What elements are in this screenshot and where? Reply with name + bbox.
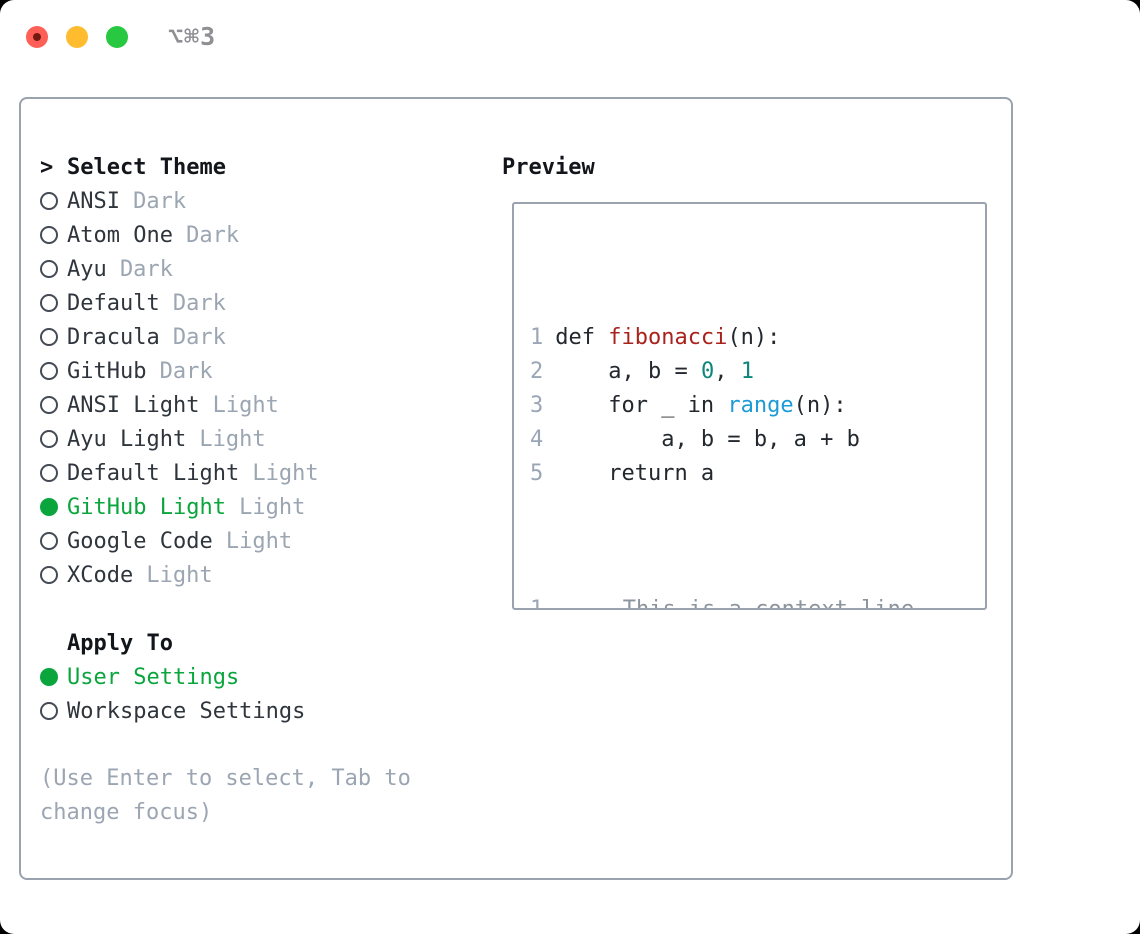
theme-name: Default Light: [67, 460, 240, 486]
theme-name: Dracula: [67, 324, 160, 350]
theme-variant-tag: Light: [199, 426, 266, 452]
close-button[interactable]: [26, 26, 48, 48]
code-token: ,: [714, 359, 741, 384]
code-token: return a: [555, 461, 715, 486]
apply-to-title: Apply To: [67, 630, 173, 656]
theme-list-header: > Select Theme: [40, 150, 460, 184]
titlebar: ⌥⌘3: [0, 0, 1140, 74]
line-number: 4: [530, 427, 544, 452]
code-token: for _ in: [555, 393, 728, 418]
keyboard-hint: (Use Enter to select, Tab to change focu…: [40, 766, 411, 825]
code-token: (n):: [793, 393, 847, 418]
line-number: 1: [530, 325, 544, 350]
prompt-caret-icon: >: [40, 154, 54, 180]
code-token: (n):: [727, 325, 781, 350]
code-token: 1: [740, 359, 754, 384]
theme-name: GitHub: [67, 358, 147, 384]
theme-name: Ayu: [67, 256, 107, 282]
theme-list-title: Select Theme: [67, 154, 226, 180]
apply-to-option[interactable]: User Settings: [40, 660, 460, 694]
radio-icon: [40, 362, 58, 380]
radio-icon: [40, 702, 58, 720]
theme-option[interactable]: Default Dark: [40, 286, 460, 320]
code-token: fibonacci: [608, 325, 728, 350]
theme-variant-tag: Light: [252, 460, 319, 486]
code-token: a, b = b, a + b: [555, 427, 860, 452]
theme-variant-tag: Light: [212, 392, 279, 418]
theme-option[interactable]: Ayu Dark: [40, 252, 460, 286]
line-number: 3: [530, 393, 544, 418]
theme-name: Default: [67, 290, 160, 316]
theme-variant-tag: Dark: [159, 358, 213, 384]
theme-name: Ayu Light: [67, 426, 187, 452]
theme-variant-tag: Light: [146, 562, 213, 588]
code-token: a, b =: [555, 359, 701, 384]
diff-line: 1 This is a context line.: [530, 593, 985, 610]
radio-icon: [40, 294, 58, 312]
line-number: 5: [530, 461, 544, 486]
theme-name: GitHub Light: [67, 494, 226, 520]
theme-option[interactable]: Google Code Light: [40, 524, 460, 558]
code-line: 3 for _ in range(n):: [530, 389, 985, 423]
theme-option[interactable]: Default Light Light: [40, 456, 460, 490]
preview-title: Preview: [502, 154, 595, 180]
zoom-button[interactable]: [106, 26, 128, 48]
apply-to-option[interactable]: Workspace Settings: [40, 694, 460, 728]
code-line: 2 a, b = 0, 1: [530, 355, 985, 389]
radio-icon: [40, 226, 58, 244]
theme-name: XCode: [67, 562, 134, 588]
code-token: 0: [700, 359, 715, 384]
radio-icon: [40, 328, 58, 346]
radio-selected-icon: [40, 498, 58, 516]
radio-icon: [40, 464, 58, 482]
radio-icon: [40, 430, 58, 448]
theme-name: Atom One: [67, 222, 173, 248]
line-number: 1: [530, 597, 544, 610]
theme-option[interactable]: XCode Light: [40, 558, 460, 592]
radio-icon: [40, 396, 58, 414]
window-title: ⌥⌘3: [168, 22, 217, 51]
theme-name: Google Code: [67, 528, 213, 554]
theme-variant-tag: Dark: [172, 324, 226, 350]
diff-preview: 1 This is a context line.2- This line wa…: [530, 593, 985, 610]
minimize-button[interactable]: [66, 26, 88, 48]
theme-option[interactable]: Atom One Dark: [40, 218, 460, 252]
radio-icon: [40, 566, 58, 584]
radio-icon: [40, 192, 58, 210]
code-line: 1 def fibonacci(n):: [530, 321, 985, 355]
theme-variant-tag: Dark: [172, 290, 226, 316]
apply-to-label: User Settings: [67, 664, 240, 690]
theme-variant-tag: Light: [225, 528, 293, 554]
code-token: range: [727, 393, 794, 418]
theme-variant-tag: Dark: [186, 222, 240, 248]
apply-to-label: Workspace Settings: [67, 698, 306, 724]
radio-icon: [40, 532, 58, 550]
theme-variant-tag: Dark: [119, 256, 173, 282]
theme-option[interactable]: GitHub Dark: [40, 354, 460, 388]
theme-name: ANSI Light: [67, 392, 200, 418]
radio-icon: [40, 260, 58, 278]
theme-name: ANSI: [67, 188, 120, 214]
radio-selected-icon: [40, 668, 58, 686]
theme-variant-tag: Dark: [133, 188, 187, 214]
theme-option[interactable]: ANSI Light Light: [40, 388, 460, 422]
context-marker: [583, 593, 623, 608]
theme-option[interactable]: Dracula Dark: [40, 320, 460, 354]
theme-option[interactable]: Ayu Light Light: [40, 422, 460, 456]
code-token: def: [555, 325, 609, 350]
apply-to-header: Apply To: [40, 626, 460, 660]
diff-text: This is a context line.: [622, 597, 928, 610]
theme-option[interactable]: GitHub Light Light: [40, 490, 460, 524]
theme-option[interactable]: ANSI Dark: [40, 184, 460, 218]
line-number: 2: [530, 359, 544, 384]
code-line: 5 return a: [530, 457, 985, 491]
code-line: 4 a, b = b, a + b: [530, 423, 985, 457]
theme-variant-tag: Light: [239, 494, 306, 520]
